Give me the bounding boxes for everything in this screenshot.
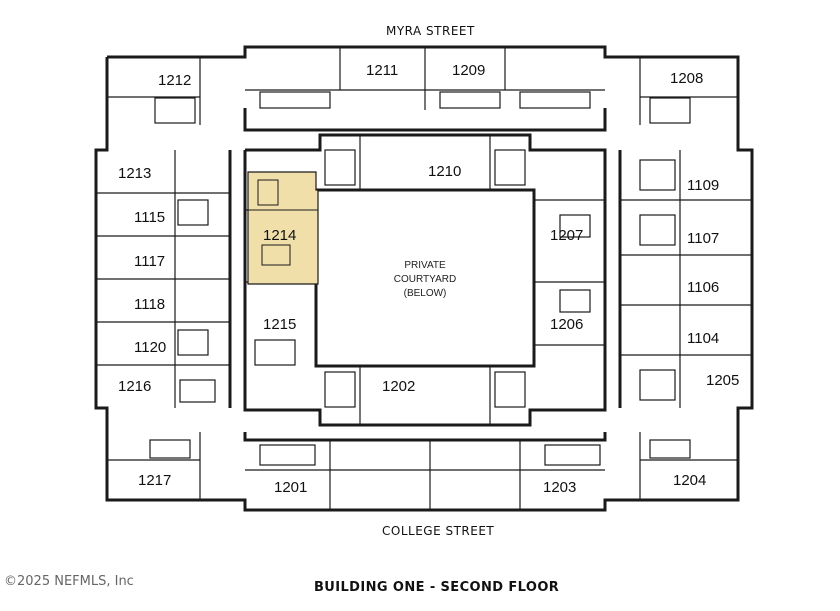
unit-1217[interactable]: 1217 (138, 472, 171, 489)
courtyard-label-line2: COURTYARD (394, 274, 456, 285)
unit-1117[interactable]: 1117 (134, 253, 165, 270)
unit-1213[interactable]: 1213 (118, 165, 151, 182)
unit-1120[interactable]: 1120 (134, 339, 166, 356)
unit-1115[interactable]: 1115 (134, 209, 165, 226)
unit-1209[interactable]: 1209 (452, 62, 485, 79)
unit-1205[interactable]: 1205 (706, 372, 739, 389)
south-street-label: COLLEGE STREET (382, 524, 495, 538)
unit-1104[interactable]: 1104 (687, 330, 719, 347)
floor-caption: BUILDING ONE - SECOND FLOOR (314, 580, 560, 595)
unit-1214[interactable]: 1214 (263, 227, 296, 244)
north-street-label: MYRA STREET (386, 24, 475, 38)
unit-1207[interactable]: 1207 (550, 227, 583, 244)
unit-1118[interactable]: 1118 (134, 296, 165, 313)
unit-1216[interactable]: 1216 (118, 378, 151, 395)
unit-1107[interactable]: 1107 (687, 230, 719, 247)
courtyard-label-line1: PRIVATE (404, 260, 446, 271)
unit-1201[interactable]: 1201 (274, 479, 307, 496)
unit-1202[interactable]: 1202 (382, 378, 415, 395)
courtyard-label-line3: (BELOW) (404, 288, 447, 299)
unit-1212[interactable]: 1212 (158, 72, 191, 89)
unit-1211[interactable]: 1211 (366, 62, 398, 79)
unit-1214-highlight[interactable] (247, 171, 319, 285)
unit-1109[interactable]: 1109 (687, 177, 719, 194)
unit-1204[interactable]: 1204 (673, 472, 706, 489)
unit-1206[interactable]: 1206 (550, 316, 583, 333)
unit-1208[interactable]: 1208 (670, 70, 703, 87)
unit-1203[interactable]: 1203 (543, 479, 576, 496)
copyright-notice: ©2025 NEFMLS, Inc (4, 574, 134, 589)
unit-1106[interactable]: 1106 (687, 279, 719, 296)
unit-1210[interactable]: 1210 (428, 163, 461, 180)
unit-1215[interactable]: 1215 (263, 316, 296, 333)
